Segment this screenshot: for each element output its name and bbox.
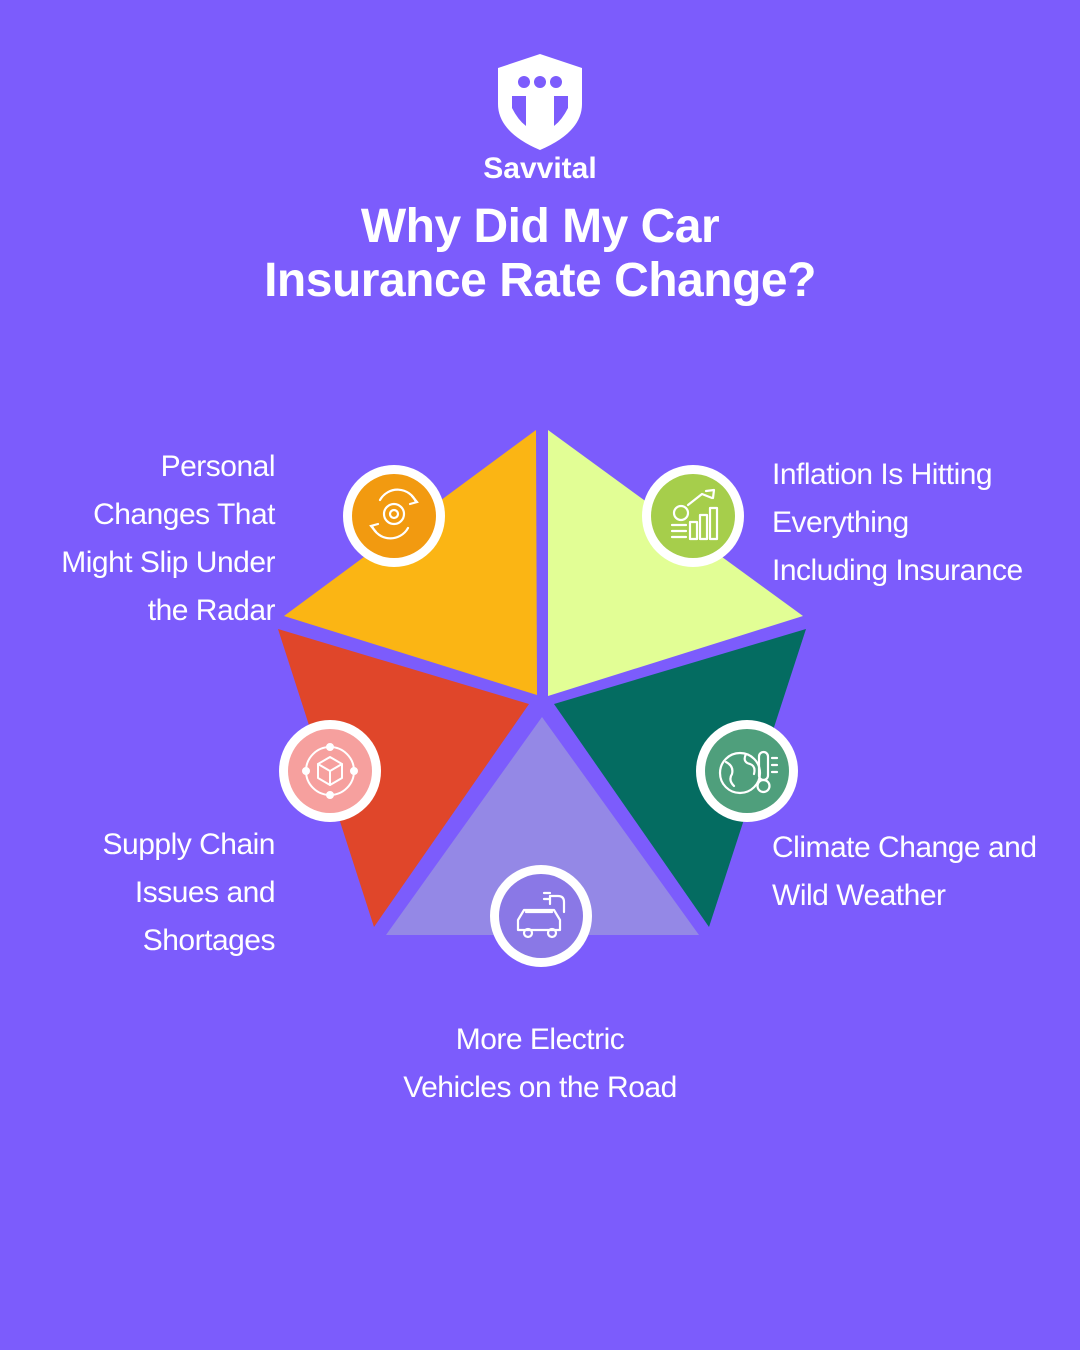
label-ev: More Electric Vehicles on the Road xyxy=(340,1016,740,1112)
title-line-1: Why Did My Car xyxy=(360,200,720,253)
label-line: Wild Weather xyxy=(772,879,946,912)
label-line: Everything xyxy=(772,506,909,539)
savvital-shield-logo xyxy=(498,54,582,150)
label-line: Shortages xyxy=(142,924,276,957)
label-line: Inflation Is Hitting xyxy=(772,458,993,491)
label-line: Vehicles on the Road xyxy=(403,1071,677,1104)
label-line: Including Insurance xyxy=(772,554,1023,587)
title-line-2: Insurance Rate Change? xyxy=(264,254,816,307)
label-supply: Supply Chain Issues and Shortages xyxy=(20,821,276,965)
label-inflation: Inflation Is Hitting Everything Includin… xyxy=(772,451,1072,595)
electric-vehicle-icon xyxy=(490,865,592,967)
label-line: Personal xyxy=(160,450,276,483)
climate-icon xyxy=(696,720,798,822)
segment-ev xyxy=(386,717,699,935)
label-line: More Electric xyxy=(455,1023,625,1056)
supply-chain-icon xyxy=(279,720,381,822)
label-line: Supply Chain xyxy=(102,828,276,861)
label-line: Changes That xyxy=(93,498,275,531)
segment-supply xyxy=(278,629,529,927)
inflation-icon xyxy=(642,465,744,567)
label-personal: Personal Changes That Might Slip Under t… xyxy=(20,443,275,635)
label-line: Issues and xyxy=(134,876,276,909)
personal-changes-icon xyxy=(343,465,445,567)
segment-climate xyxy=(554,629,806,927)
page-title: Why Did My Car Insurance Rate Change? xyxy=(0,200,1080,308)
label-line: Climate Change and xyxy=(772,831,1037,864)
label-line: Might Slip Under xyxy=(61,546,275,579)
label-line: the Radar xyxy=(147,594,276,627)
brand-name: Savvital xyxy=(483,152,597,185)
label-climate: Climate Change and Wild Weather xyxy=(772,824,1072,920)
